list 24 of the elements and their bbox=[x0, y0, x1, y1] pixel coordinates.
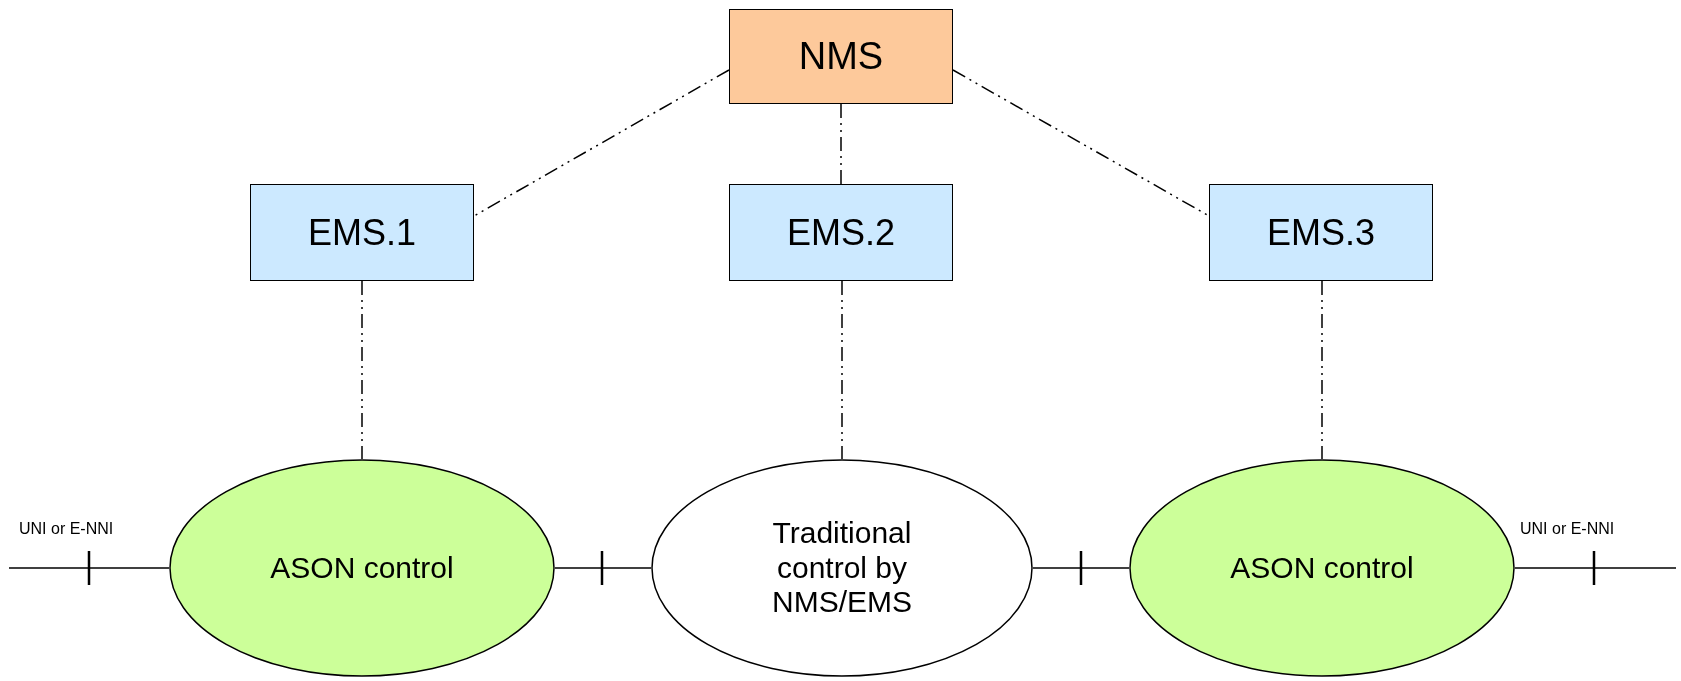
connector-line bbox=[8, 567, 170, 569]
process-box bbox=[1209, 184, 1433, 281]
node-label: EMS.2 bbox=[786, 211, 895, 254]
node-label: NMS bbox=[798, 34, 884, 79]
process-box bbox=[250, 184, 474, 281]
connector-line bbox=[840, 103, 842, 185]
connector-line bbox=[473, 69, 730, 217]
connector-line bbox=[1514, 567, 1677, 569]
node-label: ASON control bbox=[1230, 550, 1414, 586]
process-box bbox=[729, 184, 953, 281]
control-ellipse bbox=[169, 459, 555, 677]
connector-line bbox=[1032, 567, 1130, 569]
connector-line bbox=[841, 280, 843, 460]
node-label: EMS.3 bbox=[1266, 211, 1375, 254]
connector-line bbox=[952, 69, 1210, 217]
process-box bbox=[729, 9, 953, 104]
control-ellipse bbox=[1129, 459, 1515, 677]
connector-line bbox=[554, 567, 652, 569]
connector-line bbox=[1321, 280, 1323, 460]
node-label: ASON control bbox=[270, 550, 454, 586]
connector-line bbox=[361, 280, 363, 460]
node-label: EMS.1 bbox=[307, 211, 416, 254]
node-label: Traditional control by NMS/EMS bbox=[771, 516, 913, 620]
control-ellipse bbox=[651, 459, 1033, 677]
